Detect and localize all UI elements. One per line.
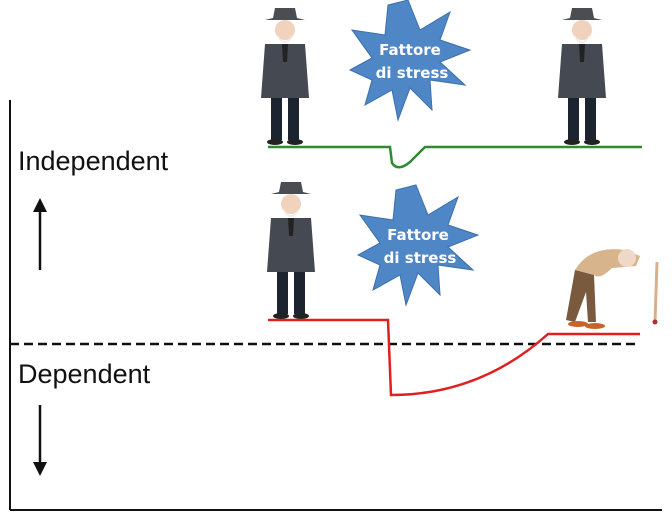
frail-trajectory-line: [268, 318, 640, 397]
older-man-figure-before-bottom: [267, 182, 315, 319]
stressor-label-line1: Fattore: [387, 226, 449, 244]
older-man-figure-before-top: [261, 8, 309, 145]
older-man-figure-after-top: [558, 8, 606, 145]
stressor-label-line1: Fattore: [379, 41, 441, 59]
dependent-label: Dependent: [18, 359, 151, 389]
independent-label: Independent: [18, 146, 169, 176]
up-arrow-icon: [33, 198, 47, 270]
stressor-starburst-top: Fattore di stress: [348, 0, 472, 122]
frail-man-with-cane-figure: [566, 249, 659, 329]
stressor-label-line2: di stress: [384, 249, 457, 267]
down-arrow-icon: [33, 405, 47, 476]
resilient-trajectory-line: [268, 145, 642, 169]
stressor-label-line2: di stress: [376, 64, 449, 82]
stressor-starburst-bottom: Fattore di stress: [356, 184, 480, 307]
